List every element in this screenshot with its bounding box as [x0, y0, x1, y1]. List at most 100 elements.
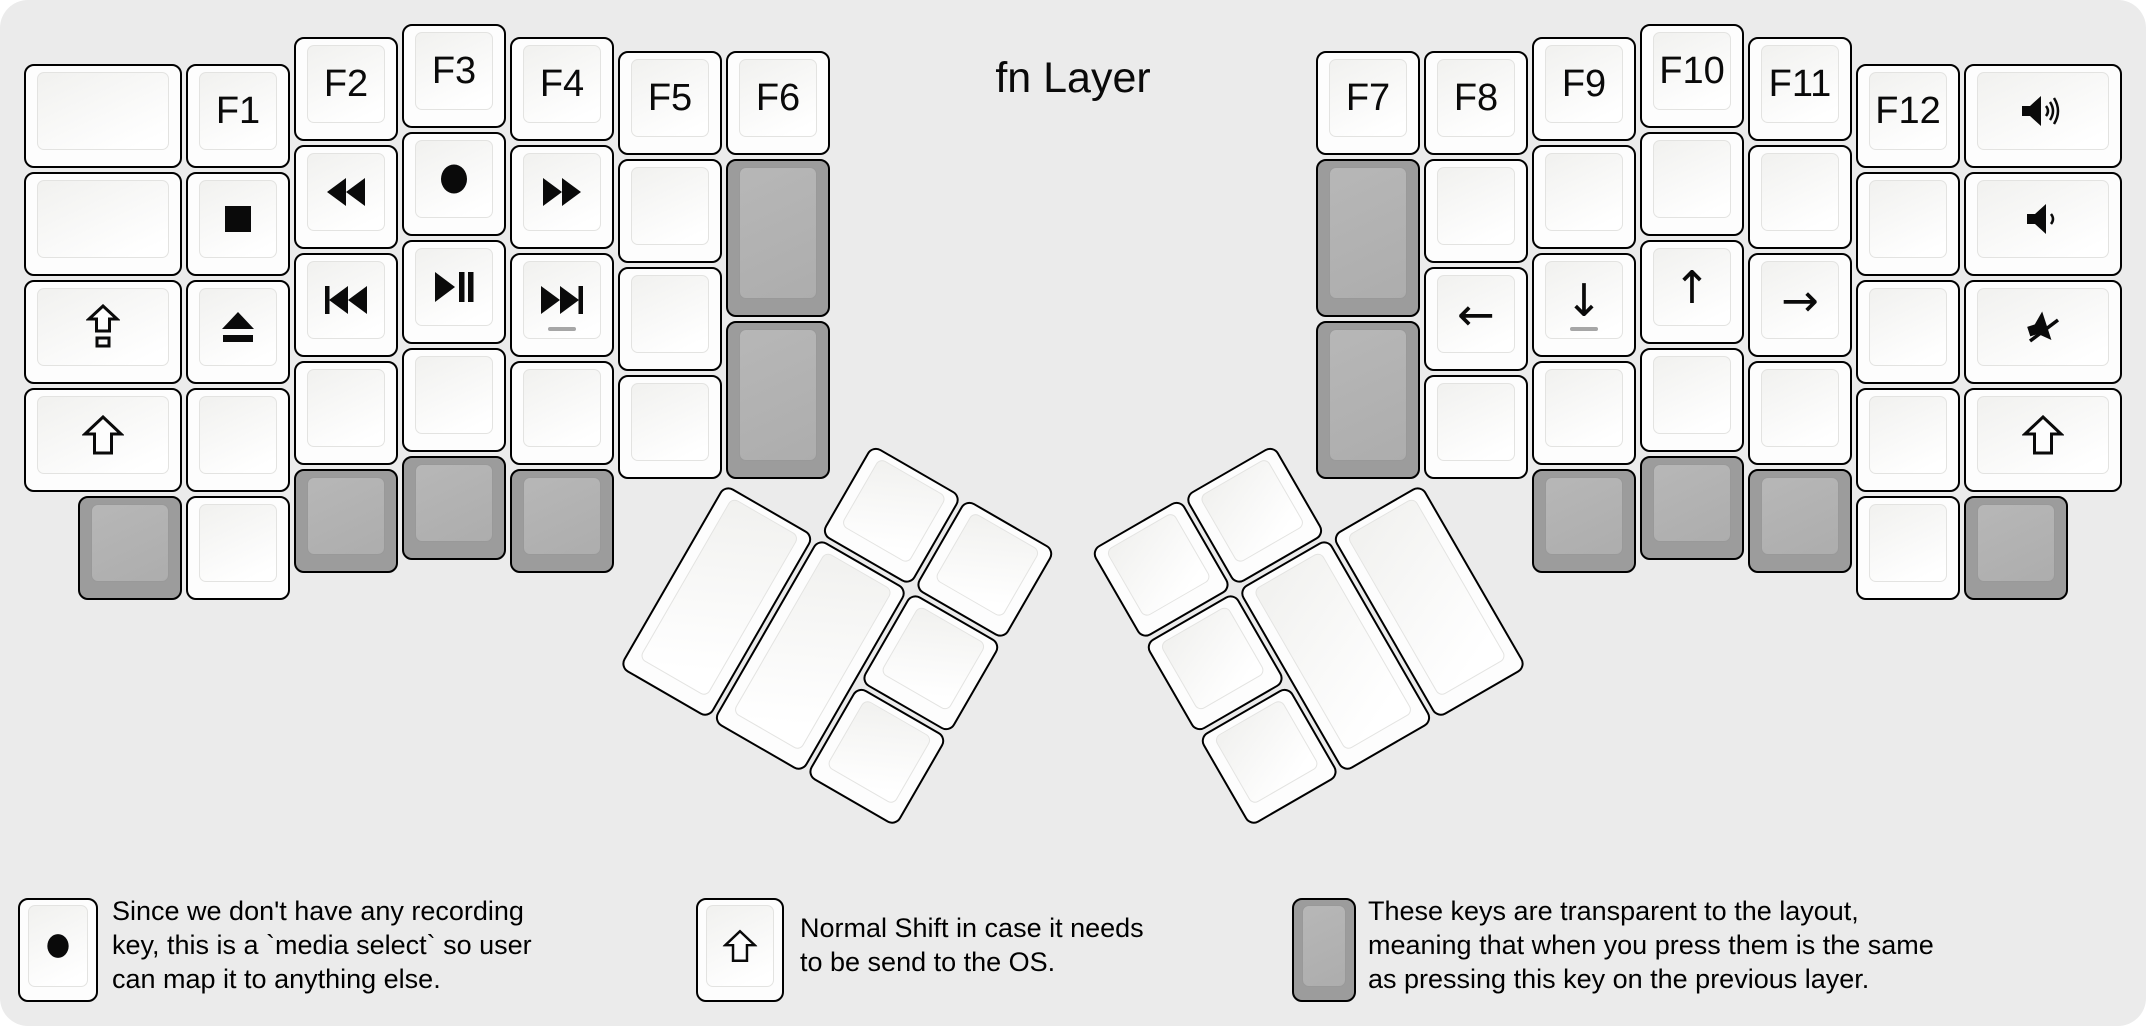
keytop	[739, 329, 817, 461]
key-f12[interactable]: F12	[1856, 64, 1960, 168]
keytop	[1977, 72, 2109, 150]
key-f6[interactable]: F6	[726, 51, 830, 155]
key-transparent[interactable]	[78, 496, 182, 600]
key-blank[interactable]	[186, 388, 290, 492]
key-arrow-up[interactable]: ↑	[1640, 240, 1744, 344]
key-shift-right[interactable]	[1964, 388, 2122, 492]
key-arrow-down[interactable]: ↓	[1532, 253, 1636, 357]
key-f5[interactable]: F5	[618, 51, 722, 155]
key-blank[interactable]	[1532, 145, 1636, 249]
key-blank[interactable]	[294, 361, 398, 465]
key-f2-label: F2	[323, 62, 369, 105]
key-transparent[interactable]	[1640, 456, 1744, 560]
key-transparent[interactable]	[726, 159, 830, 317]
key-f11-label: F11	[1768, 62, 1832, 105]
key-blank[interactable]	[618, 375, 722, 479]
key-volume-up[interactable]	[1964, 64, 2122, 168]
keytop	[1545, 477, 1623, 555]
key-stop[interactable]	[186, 172, 290, 276]
key-transparent[interactable]	[1532, 469, 1636, 573]
key-f1[interactable]: F1	[186, 64, 290, 168]
key-f5-label: F5	[647, 76, 693, 119]
key-arrow-right[interactable]: →	[1748, 253, 1852, 357]
key-eject[interactable]	[186, 280, 290, 384]
key-transparent[interactable]	[1748, 469, 1852, 573]
key-blank[interactable]	[618, 159, 722, 263]
key-mute[interactable]	[1964, 280, 2122, 384]
key-blank[interactable]	[510, 361, 614, 465]
key-next-track[interactable]	[510, 253, 614, 357]
keytop	[631, 167, 709, 245]
keytop	[1869, 396, 1947, 474]
key-f3[interactable]: F3	[402, 24, 506, 128]
key-blank[interactable]	[24, 64, 182, 168]
key-blank[interactable]	[1856, 388, 1960, 492]
key-f11[interactable]: F11	[1748, 37, 1852, 141]
key-play-pause[interactable]	[402, 240, 506, 344]
key-blank[interactable]	[1856, 172, 1960, 276]
key-caps-lock[interactable]	[24, 280, 182, 384]
next-track-icon	[539, 285, 585, 315]
key-transparent[interactable]	[510, 469, 614, 573]
key-blank[interactable]	[1640, 132, 1744, 236]
keytop	[1977, 180, 2109, 258]
keytop	[523, 261, 601, 339]
keytop	[1869, 504, 1947, 582]
key-blank[interactable]	[24, 172, 182, 276]
keytop	[415, 248, 493, 326]
fast-forward-icon	[541, 177, 583, 207]
key-transparent[interactable]	[1316, 159, 1420, 317]
keytop	[415, 140, 493, 218]
key-blank[interactable]	[1856, 280, 1960, 384]
key-record[interactable]	[402, 132, 506, 236]
key-blank[interactable]	[1424, 159, 1528, 263]
keytop	[415, 356, 493, 434]
key-arrow-left[interactable]: ←	[1424, 267, 1528, 371]
keytop	[37, 396, 169, 474]
key-transparent[interactable]	[1316, 321, 1420, 479]
volume-up-icon	[2019, 93, 2067, 129]
key-arrow-up-label: ↑	[1673, 260, 1711, 314]
homing-bar	[548, 327, 576, 331]
keytop	[28, 905, 88, 987]
keytop: F4	[523, 45, 601, 123]
legend-key-record	[18, 898, 98, 1002]
key-f9[interactable]: F9	[1532, 37, 1636, 141]
key-blank[interactable]	[1748, 361, 1852, 465]
key-blank[interactable]	[1748, 145, 1852, 249]
key-f7[interactable]: F7	[1316, 51, 1420, 155]
key-f4-label: F4	[539, 62, 585, 105]
key-blank[interactable]	[618, 267, 722, 371]
legend-text-normal-shift: Normal Shift in case it needs to be send…	[800, 913, 1144, 977]
record-icon	[438, 162, 470, 196]
key-f6-label: F6	[755, 76, 801, 119]
key-blank[interactable]	[1424, 375, 1528, 479]
volume-down-icon	[2019, 201, 2067, 237]
shift-icon	[719, 926, 761, 966]
key-f10[interactable]: F10	[1640, 24, 1744, 128]
keytop: F9	[1545, 45, 1623, 123]
key-f8[interactable]: F8	[1424, 51, 1528, 155]
key-volume-down[interactable]	[1964, 172, 2122, 276]
key-transparent[interactable]	[402, 456, 506, 560]
key-shift-left[interactable]	[24, 388, 182, 492]
key-transparent[interactable]	[1964, 496, 2068, 600]
keytop	[307, 369, 385, 447]
keytop	[1329, 167, 1407, 299]
key-rewind[interactable]	[294, 145, 398, 249]
key-f2[interactable]: F2	[294, 37, 398, 141]
key-transparent[interactable]	[294, 469, 398, 573]
keytop: ↑	[1653, 248, 1731, 326]
key-blank[interactable]	[402, 348, 506, 452]
key-blank[interactable]	[1856, 496, 1960, 600]
key-f4[interactable]: F4	[510, 37, 614, 141]
keytop	[840, 457, 948, 565]
key-blank[interactable]	[186, 496, 290, 600]
caps-lock-icon	[86, 304, 120, 350]
key-fast-forward[interactable]	[510, 145, 614, 249]
key-transparent[interactable]	[726, 321, 830, 479]
key-prev-track[interactable]	[294, 253, 398, 357]
key-blank[interactable]	[1640, 348, 1744, 452]
key-blank[interactable]	[1532, 361, 1636, 465]
